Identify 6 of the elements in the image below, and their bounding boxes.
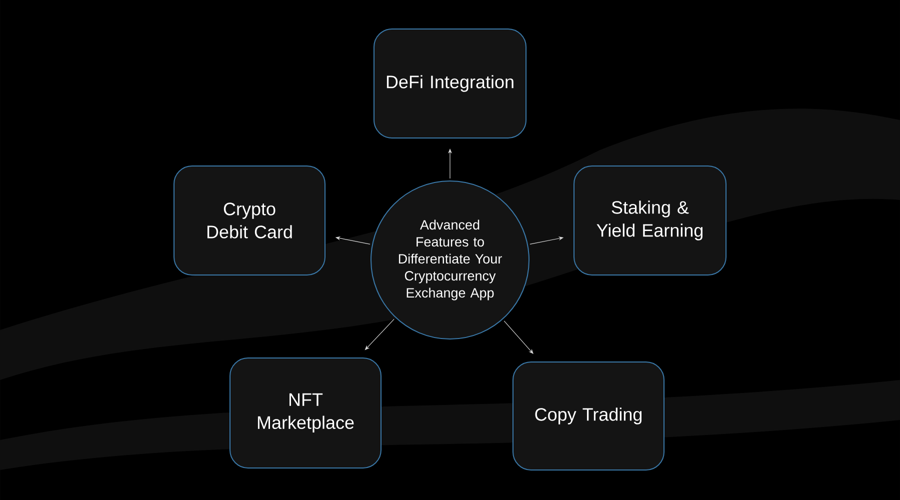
feature-box: NFT Marketplace	[230, 358, 382, 468]
arrow	[504, 320, 534, 354]
feature-box: Staking & Yield Earning	[574, 166, 726, 276]
feature-box: DeFi Integration	[374, 28, 526, 138]
feature-box: Crypto Debit Card	[174, 166, 326, 276]
feature-box: Copy Trading	[512, 362, 664, 470]
